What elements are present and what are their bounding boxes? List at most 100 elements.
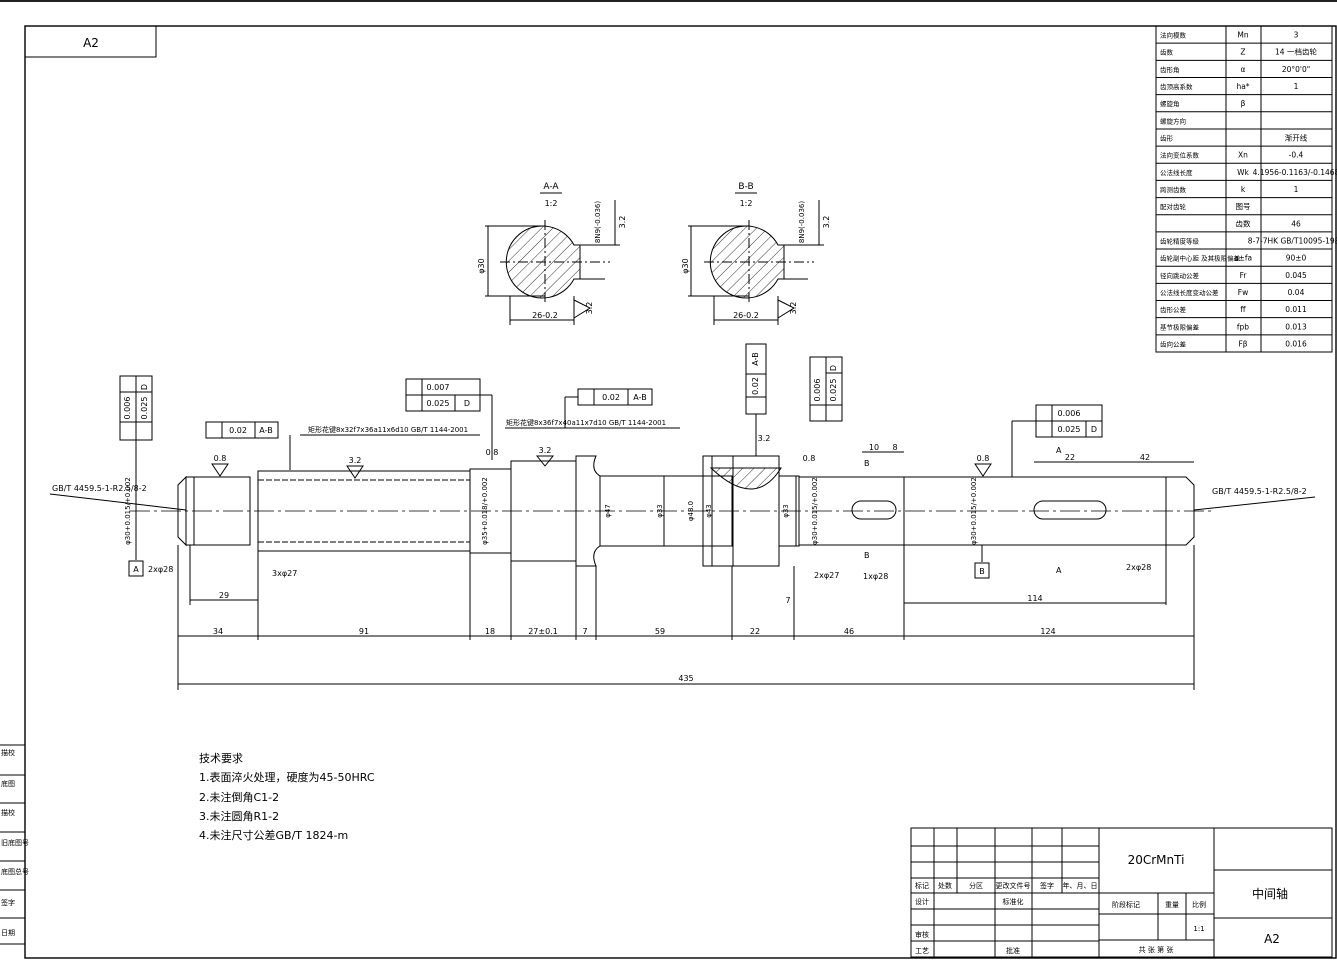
tol-d-v1: D [140,384,149,390]
param-symbol: a±fa [1234,254,1252,263]
tol-d-3: D [1091,425,1097,434]
tech-req-item: 3.未注圆角R1-2 [199,809,279,823]
dim-18: 18 [485,627,495,636]
rough-08: 0.8 [214,454,227,463]
param-value: 渐开线 [1285,133,1308,143]
param-symbol: Wk [1237,168,1249,177]
dim-34: 34 [213,627,223,636]
tb-hdr: 年、月、日 [1063,881,1098,890]
dia-35: φ35+0.018/+0.002 [481,477,489,545]
section-bb-rough: 3.2 [822,216,831,229]
chamfer-2: 3xφ27 [272,569,297,578]
dim-59: 59 [655,627,665,636]
dia-30a: φ30+0.015/+0.002 [124,477,132,545]
param-value: -0.4 [1289,151,1304,160]
tol-d-v2: D [829,365,838,371]
dim-124: 124 [1040,627,1055,636]
dim-10: 10 [869,443,879,452]
param-symbol: β [1241,99,1246,108]
param-value: 3 [1294,31,1299,40]
param-value: 8-7-7HK GB/T10095-1988 [1248,236,1337,245]
centerhole-right: GB/T 4459.5-1-R2.5/8-2 [1212,487,1307,496]
chamfer-notes: 3xφ27 2xφ27 1xφ28 2xφ28 [272,563,1151,581]
dim-7: 7 [582,627,587,636]
chamfer-4: 1xφ28 [863,572,888,581]
param-symbol: Fr [1240,271,1248,280]
param-value: 14 一档齿轮 [1275,47,1317,57]
tol-run-v2: 0.025 [829,379,838,402]
tech-req-item: 4.未注尺寸公差GB/T 1824-m [199,828,348,842]
section-bb-title: B-B [738,182,753,192]
tb-stage-mark: 阶段标记 [1112,900,1140,909]
tb-part-name: 中间轴 [1252,886,1288,901]
strip-label: 签字 [1,898,15,907]
rough-32c: 3.2 [758,434,771,443]
drawing-frame: A2 [24,25,1337,959]
param-label: 齿形 [1160,135,1174,143]
dimension-lines: 29 34 91 18 27±0.1 7 59 22 46 124 435 11… [177,443,1195,690]
tol-ref2: A-B [633,393,646,402]
param-symbol: Z [1240,48,1245,57]
spline2-note: 矩形花键8x36f7x40a11x7d10 GB/T 1144-2001 [506,418,666,427]
mark-a-bot: A [1056,566,1062,575]
section-aa-rough2: 3.2 [585,302,594,315]
dim-29: 29 [219,591,229,600]
spline1-note: 矩形花键8x32f7x36a11x6d10 GB/T 1144-2001 [308,425,468,434]
param-value: 0.016 [1285,339,1307,348]
roughness-marks: 0.8 3.2 0.8 3.2 3.2 0.8 0.8 [211,434,992,479]
tol-cyl-v2: 0.006 [813,379,822,402]
tech-requirements: 技术要求 1.表面淬火处理，硬度为45-50HRC 2.未注倒角C1-2 3.未… [199,752,375,842]
section-bb-dia: φ30 [681,258,690,273]
mark-b-top: B [864,459,870,468]
section-bb: B-B 1:2 φ30 26-0.2 8N9(-0.036) 3.2 3.2 [681,182,831,325]
param-value: 0.045 [1285,271,1307,280]
tol-ref: A-B [259,426,272,435]
dia-30c: φ30+0.015/+0.002 [970,477,978,545]
param-symbol: Fw [1238,288,1248,297]
param-label: 齿轮副中心距 及其极限偏差 [1160,254,1241,263]
param-symbol: 齿数 [1236,218,1252,228]
param-symbol: ha* [1236,82,1249,91]
section-bb-width: 26-0.2 [733,311,759,320]
param-label: 配对齿轮 [1160,202,1187,211]
param-value: 46 [1291,219,1301,228]
param-symbol: ff [1240,305,1246,314]
param-value: 4.1956-0.1163/-0.1468 [1253,168,1337,177]
param-symbol: α [1241,65,1246,74]
tb-review: 审核 [915,930,929,939]
tech-req-title: 技术要求 [199,752,243,765]
section-aa-rough: 3.2 [618,216,627,229]
dia-30b: φ30+0.015/+0.002 [811,477,819,545]
section-bb-rough2: 3.2 [789,302,798,315]
title-block: 标记 处数 分区 更改文件号 签字 年、月、日 设计 标准化 审核 工艺 批准 … [910,827,1333,958]
param-symbol: 图号 [1236,202,1251,211]
chamfer-5: 2xφ28 [1126,563,1151,572]
strip-label: 底图 [1,779,15,788]
format-tag: A2 [83,36,99,50]
tb-weight: 重量 [1165,901,1179,909]
param-symbol: fpb [1237,322,1249,331]
tol-d: D [464,399,470,408]
strip-label: 旧底图号 [1,838,29,847]
section-aa: A-A 1:2 φ30 26-0.2 8N9(-0.036) 3.2 3.2 [477,182,627,325]
param-value: 0.011 [1285,305,1307,314]
strip-label: 日期 [1,929,15,937]
tb-hdr: 更改文件号 [996,881,1031,890]
dia-43: φ43 [705,504,713,518]
section-aa-dia: φ30 [477,258,486,273]
dim-22b: 22 [1065,453,1075,462]
param-label: 公法线长度变动公差 [1160,288,1219,297]
mark-a-top: A [1056,446,1062,455]
tb-format: A2 [1264,932,1280,946]
param-label: 齿轮精度等级 [1160,236,1200,245]
tol-cyl: 0.007 [427,383,450,392]
datum-b: B [979,567,985,576]
section-aa-slot: 8N9(-0.036) [594,201,602,243]
left-strip: 描校 底图 描校 旧底图号 底图总号 签字 日期 [0,744,29,945]
tol-cyl-v1: 0.006 [123,397,132,420]
param-label: 螺旋方向 [1160,116,1186,125]
tb-hdr: 签字 [1040,881,1054,890]
shaft-view [130,455,1215,567]
